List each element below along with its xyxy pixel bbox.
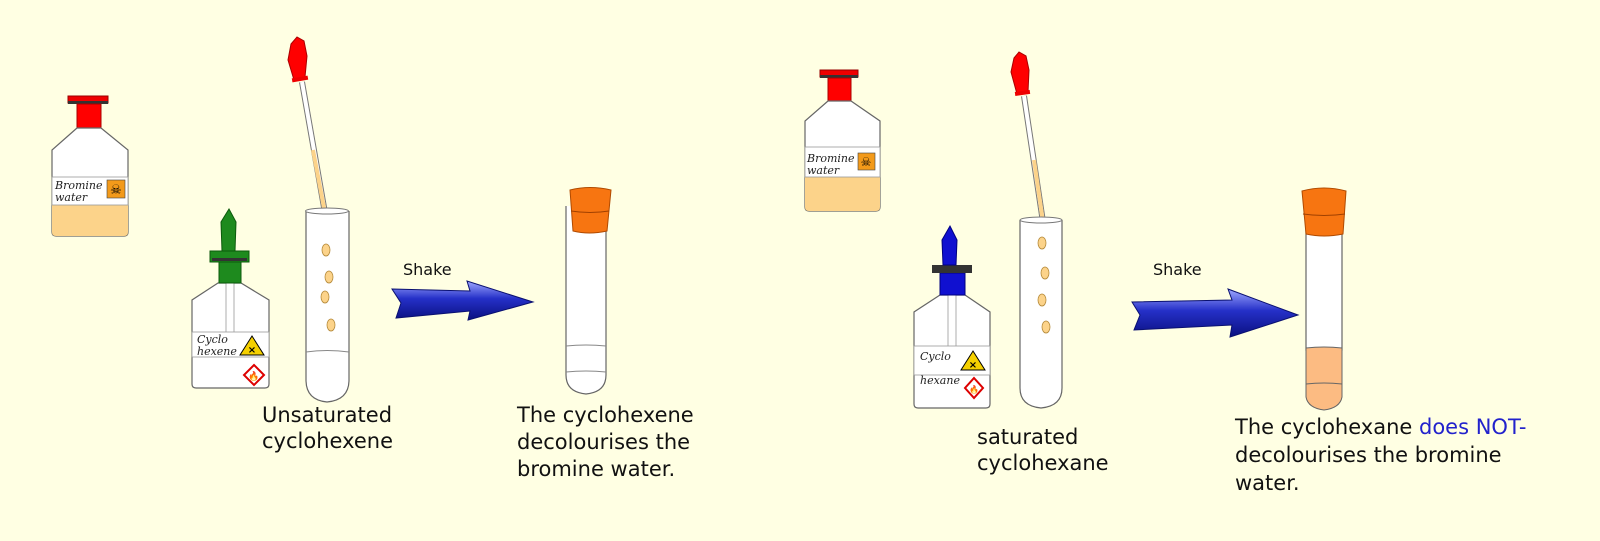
toxic-hazard-icon: [106, 179, 126, 199]
svg-text:🔥: 🔥: [969, 384, 979, 394]
flammable-hazard-icon: [242, 363, 266, 387]
test-tube-with-drops: [305, 207, 350, 403]
test-tube-with-drops: [1019, 216, 1063, 409]
result-caption: The cyclohexane does NOT-decolourises th…: [1234, 415, 1526, 495]
harmful-hazard-icon: [239, 335, 265, 356]
svg-text:🔥: 🔥: [248, 370, 259, 382]
result-test-tube: [565, 187, 612, 395]
result-test-tube: [1301, 187, 1347, 411]
harmful-hazard-icon: [960, 350, 986, 371]
arrow-right-icon: [1131, 288, 1300, 338]
arrow-right-icon: [391, 280, 535, 321]
dropper-pipette: [287, 36, 328, 214]
svg-text:☠: ☠: [861, 155, 872, 169]
shake-label: Shake: [403, 260, 452, 279]
toxic-hazard-icon: [857, 152, 876, 171]
svg-text:×: ×: [969, 360, 977, 371]
dropper-pipette: [1010, 51, 1046, 223]
svg-text:×: ×: [248, 345, 256, 356]
svg-text:☠: ☠: [110, 183, 122, 198]
flammable-hazard-icon: [963, 376, 985, 400]
shake-label: Shake: [1153, 260, 1202, 279]
emphasis-text: does NOT-: [1419, 415, 1526, 439]
